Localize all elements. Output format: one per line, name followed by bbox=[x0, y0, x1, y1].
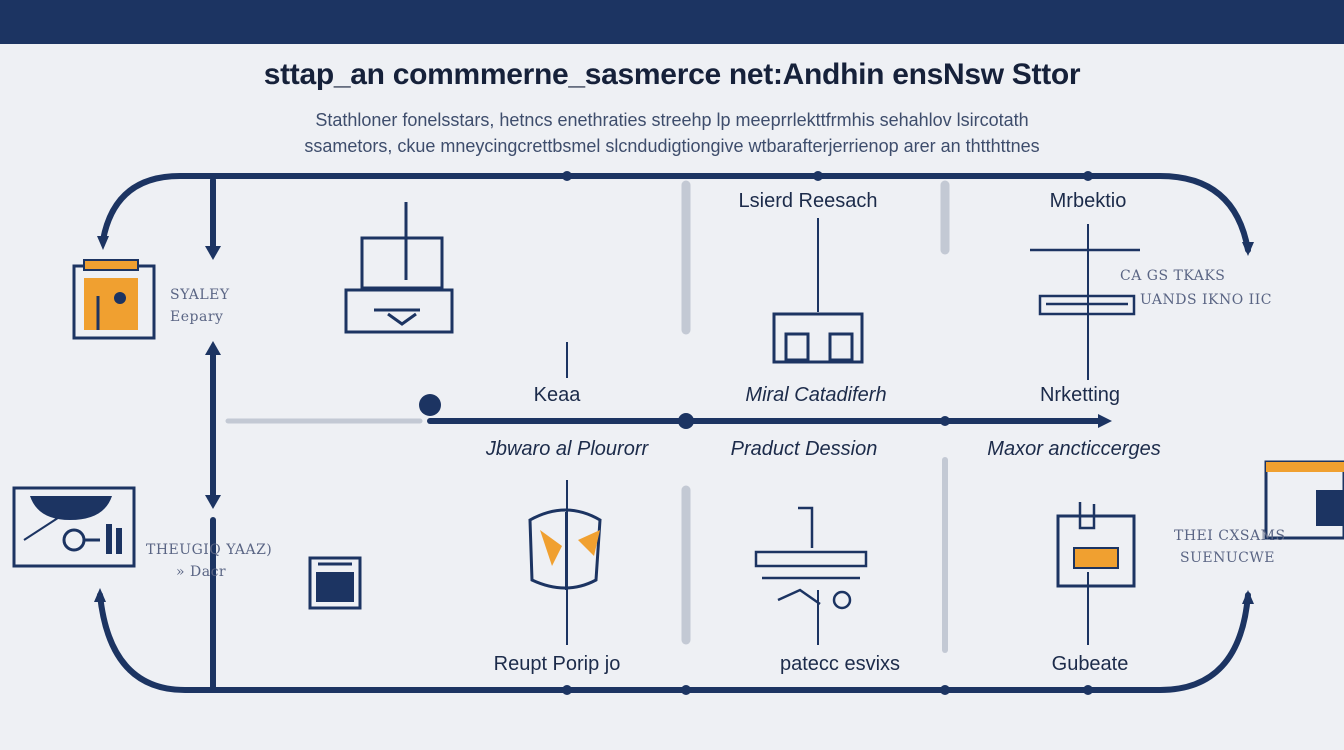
side-label-left-top-1: SYALEY bbox=[170, 287, 230, 303]
side-label-right-top-2: UANDS IKNO IIC bbox=[1140, 292, 1272, 308]
side-label-left-bottom-2: » Dacr bbox=[176, 564, 227, 580]
stage-col2-mid: Miral Catadiferh bbox=[745, 384, 887, 406]
research-booth-icon bbox=[772, 312, 864, 364]
stage-col1-sub: Jbwaro al Plourorr bbox=[485, 438, 649, 460]
connector-nodes bbox=[419, 171, 1093, 695]
thin-connectors bbox=[566, 218, 1089, 645]
side-label-right-top-1: CA GS TKAKS bbox=[1120, 268, 1226, 284]
diagram-subtitle-line2: ssametors, ckue mneycingcrettbsmel slcnd… bbox=[304, 136, 1040, 156]
node-flow-start bbox=[419, 394, 441, 416]
arrowhead-flow-end bbox=[1098, 414, 1112, 428]
frame-top-rail bbox=[100, 173, 1251, 253]
stage-col2-sub: Praduct Dession bbox=[730, 438, 878, 460]
top-banner bbox=[0, 0, 1344, 44]
arrowhead-bottom-left bbox=[94, 588, 106, 602]
side-label-left-top-2: Eepary bbox=[170, 309, 224, 325]
stage-col3-sub: Maxor ancticcerges bbox=[987, 438, 1161, 460]
diagram-subtitle-line1: Stathloner fonelsstars, hetncs enethrati… bbox=[315, 110, 1029, 130]
node-bottom-2 bbox=[681, 685, 691, 695]
node-center-2 bbox=[940, 416, 950, 426]
frame-loop bbox=[97, 173, 1251, 693]
side-label-right-bottom-1: THEI CXSAMS bbox=[1174, 528, 1286, 544]
node-top-1 bbox=[562, 171, 572, 181]
arrowhead-drop-1 bbox=[205, 246, 221, 260]
node-center bbox=[678, 413, 694, 429]
stage-col1-mid: Keaa bbox=[533, 384, 581, 406]
frame-bottom-rail bbox=[97, 592, 1251, 693]
faint-guides bbox=[225, 180, 950, 653]
shipping-box-icon bbox=[528, 508, 602, 590]
side-label-right-bottom-2: SUENUCWE bbox=[1180, 550, 1275, 566]
node-top-3 bbox=[1083, 171, 1093, 181]
node-bottom-3 bbox=[940, 685, 950, 695]
stage-col3-bottom: Gubeate bbox=[1051, 653, 1129, 675]
arrowhead-drop-3 bbox=[205, 495, 221, 509]
arrowhead-top-left bbox=[97, 236, 109, 250]
stage-col1-bottom: Reupt Porip jo bbox=[493, 653, 621, 675]
arrowhead-drop-2 bbox=[205, 341, 221, 355]
node-bottom-1 bbox=[562, 685, 572, 695]
arrowhead-top-right bbox=[1242, 242, 1254, 256]
monitor-icon bbox=[1264, 460, 1344, 540]
storefront-icon bbox=[72, 259, 156, 340]
stage-col3-mid: Nrketting bbox=[1039, 384, 1121, 406]
node-top-2 bbox=[813, 171, 823, 181]
node-bottom-4 bbox=[1083, 685, 1093, 695]
stage-col2-top: Lsierd Reesach bbox=[738, 190, 878, 212]
stage-col2-bottom: patecc esvixs bbox=[779, 653, 901, 675]
diagram-title: sttap_an commmerne_sasmerce net:Andhin e… bbox=[263, 58, 1081, 91]
arrowhead-bottom-right bbox=[1242, 590, 1254, 604]
stage-col3-top: Mrbektio bbox=[1049, 190, 1127, 212]
arrowheads bbox=[94, 236, 1254, 604]
dispenser-icon bbox=[1056, 502, 1136, 588]
side-label-left-bottom-1: THEUGIQ YAAZ) bbox=[146, 542, 273, 558]
doc-icon bbox=[308, 556, 362, 610]
conveyor-icon bbox=[754, 506, 868, 610]
shelf-bar-icon bbox=[1030, 248, 1140, 316]
analytics-board-icon bbox=[12, 486, 136, 568]
packing-station-icon bbox=[344, 202, 454, 334]
